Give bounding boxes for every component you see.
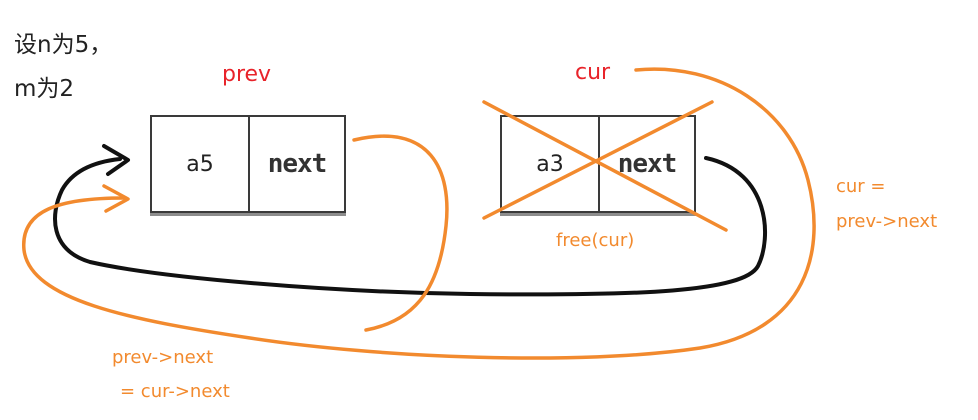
cur-pointer-label: cur (575, 60, 611, 85)
cur-update-line-2: prev->next (836, 211, 938, 232)
condition-line-2: m为2 (14, 76, 75, 102)
condition-line-1: 设n为5， (14, 32, 113, 58)
cross-out-stroke-1 (482, 100, 728, 232)
node-a3-value: a3 (536, 151, 564, 177)
a3-next-to-a5-link (53, 156, 768, 297)
prev-pointer-label: prev (222, 62, 272, 87)
cur-update-line-1: cur = (836, 176, 886, 197)
node-a5-next-field: next (248, 117, 344, 211)
cur-reassign-path (22, 67, 816, 360)
prev-next-reassign-path (352, 134, 449, 332)
node-a5: a5 next (150, 115, 346, 213)
prev-update-line-1: prev->next (112, 347, 214, 368)
orange-arrow-head (102, 184, 130, 213)
prev-update-line-2: = cur->next (120, 381, 230, 402)
node-a5-value: a5 (186, 151, 214, 177)
free-cur-annotation: free(cur) (556, 230, 635, 251)
cross-out-stroke-2 (482, 100, 714, 220)
black-arrow-head (102, 144, 130, 176)
